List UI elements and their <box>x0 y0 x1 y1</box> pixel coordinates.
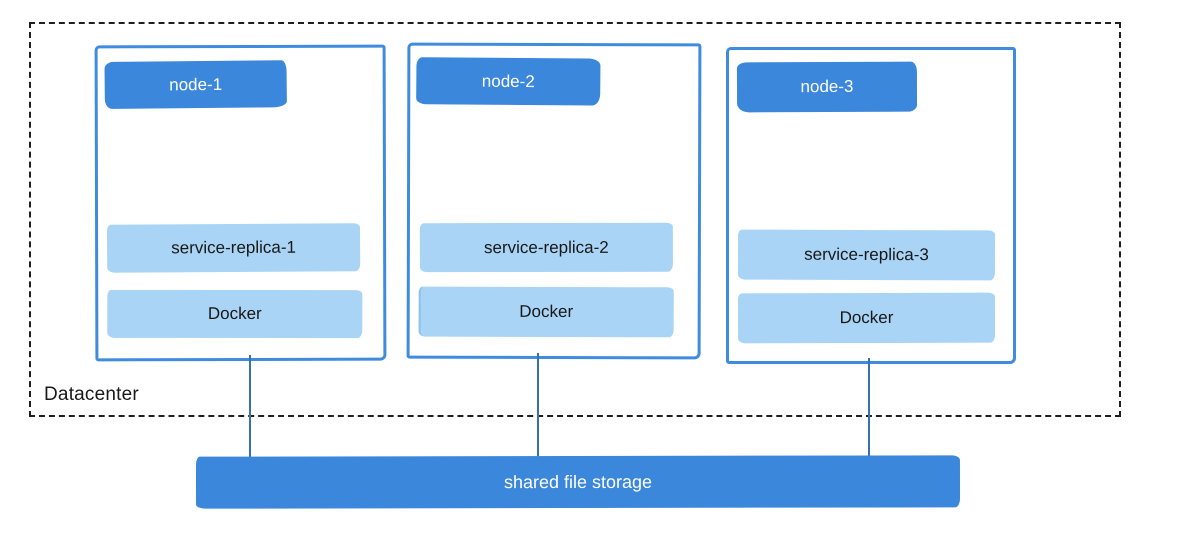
node-box-3: node-3 service-replica-3 Docker <box>726 47 1016 364</box>
connector-line-3 <box>868 358 870 459</box>
connector-line-2 <box>537 353 539 459</box>
datacenter-label: Datacenter <box>44 384 139 405</box>
shared-storage-bar: shared file storage <box>195 455 961 509</box>
node-box-1: node-1 service-replica-1 Docker <box>94 44 387 362</box>
docker-bar-2: Docker <box>418 286 674 338</box>
node-title-1: node-1 <box>104 60 287 109</box>
service-replica-bar-1: service-replica-1 <box>106 223 361 273</box>
node-box-2: node-2 service-replica-2 Docker <box>406 42 702 360</box>
connector-line-1 <box>249 355 251 459</box>
service-replica-bar-2: service-replica-2 <box>419 222 673 273</box>
docker-bar-3: Docker <box>737 292 996 344</box>
node-title-3: node-3 <box>736 61 918 113</box>
node-title-2: node-2 <box>416 57 601 106</box>
docker-bar-1: Docker <box>107 289 363 339</box>
service-replica-bar-3: service-replica-3 <box>737 229 996 281</box>
datacenter-boundary: Datacenter <box>29 22 1121 417</box>
